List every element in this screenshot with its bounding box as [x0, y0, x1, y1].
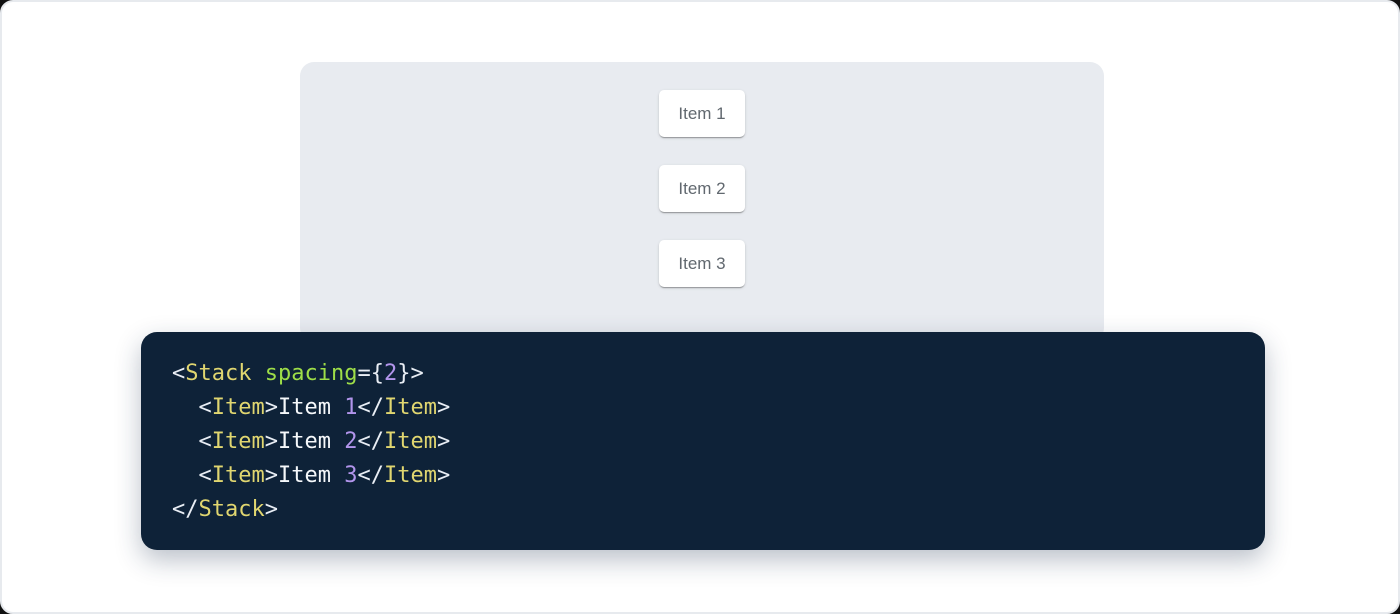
code-token: Item: [277, 395, 345, 420]
stack-demo-panel: Item 1 Item 2 Item 3: [300, 62, 1104, 342]
code-token: Item: [383, 395, 437, 420]
code-token: >: [436, 395, 451, 420]
code-line: <Item>Item 2</Item>: [172, 425, 1234, 459]
code-token: >: [264, 463, 278, 488]
code-token: <: [198, 395, 212, 420]
code-token: Item: [277, 463, 345, 488]
code-token: Stack: [185, 361, 252, 386]
item-card: Item 3: [659, 240, 745, 287]
code-token: >: [436, 463, 451, 488]
code-token: <: [198, 463, 212, 488]
code-token: [172, 395, 199, 420]
code-token: Stack: [198, 497, 265, 522]
code-token: </: [357, 395, 384, 420]
item-label: Item 1: [678, 103, 726, 123]
code-token: [172, 463, 199, 488]
code-token: >: [436, 429, 451, 454]
item-label: Item 2: [678, 178, 726, 198]
code-line: <Stack spacing={2}>: [172, 357, 1234, 391]
code-token: Item: [383, 429, 437, 454]
code-token: </: [172, 497, 199, 522]
code-token: <: [198, 429, 212, 454]
code-token: }>: [397, 361, 424, 386]
code-token: ={: [357, 361, 384, 386]
code-token: Item: [211, 395, 265, 420]
item-card: Item 1: [659, 90, 745, 137]
code-token: 2: [344, 429, 358, 454]
code-token: [251, 361, 264, 386]
code-token: <: [172, 361, 186, 386]
code-token: Item: [383, 463, 437, 488]
code-token: 1: [344, 395, 358, 420]
code-block: <Stack spacing={2}> <Item>Item 1</Item> …: [141, 332, 1265, 550]
code-token: </: [357, 429, 384, 454]
item-label: Item 3: [678, 253, 726, 273]
code-line: <Item>Item 3</Item>: [172, 459, 1234, 493]
code-token: Item: [211, 429, 265, 454]
code-line: </Stack>: [172, 493, 1234, 527]
code-token: [172, 429, 199, 454]
code-token: >: [264, 395, 278, 420]
code-token: Item: [277, 429, 345, 454]
code-line: <Item>Item 1</Item>: [172, 391, 1234, 425]
code-token: >: [264, 429, 278, 454]
code-token: spacing: [264, 361, 358, 386]
code-token: 2: [383, 361, 398, 386]
code-token: Item: [211, 463, 265, 488]
code-token: 3: [344, 463, 358, 488]
code-token: >: [264, 497, 278, 522]
code-token: </: [357, 463, 384, 488]
item-card: Item 2: [659, 165, 745, 212]
